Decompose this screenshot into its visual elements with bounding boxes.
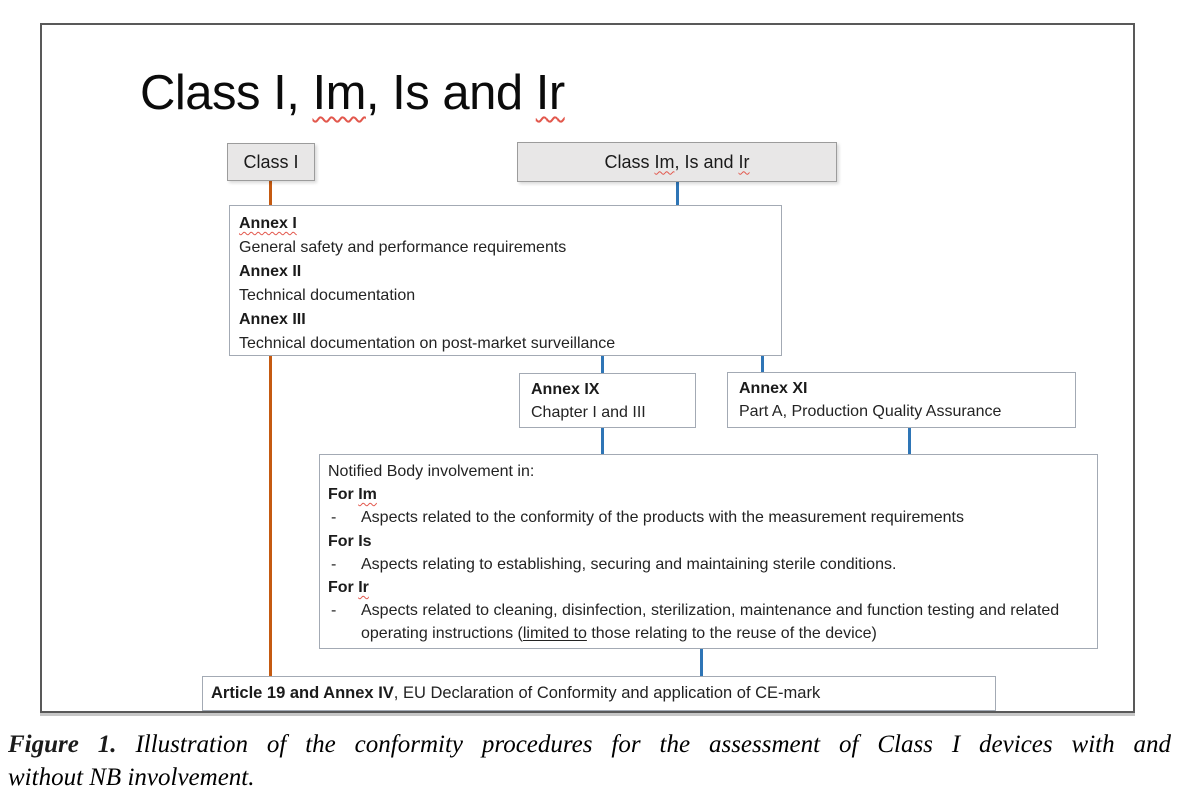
annex-ix-heading: Annex IX (531, 381, 600, 398)
annex-xi-desc: Part A, Production Quality Assurance (739, 403, 1002, 420)
annex-ii-heading: Annex II (239, 262, 302, 280)
nb-im-bullet-text: Aspects related to the conformity of the… (361, 509, 964, 527)
class-i-box: Class I (227, 143, 315, 181)
article-19-box: Article 19 and Annex IV, EU Declaration … (202, 676, 996, 711)
annex-xi-box: Annex XI Part A, Production Quality Assu… (727, 372, 1076, 428)
diagram-frame: Class I, Im, Is and Ir Class I Class Im,… (40, 23, 1135, 713)
connector-class-i-to-article-orange (269, 181, 272, 677)
connector-annex-to-annex-xi (761, 356, 764, 373)
label-part-ir: Ir (738, 151, 750, 172)
connector-annex-xi-to-nb (908, 427, 911, 455)
caption-line-1: Figure 1. Illustration of the conformity… (8, 728, 1171, 761)
annex-i-ii-iii-box: Annex I General safety and performance r… (229, 205, 782, 356)
label-part: Class (604, 151, 655, 172)
nb-ir-bullet-text: Aspects related to cleaning, disinfectio… (361, 602, 1060, 643)
label-part: , Is and (674, 151, 739, 172)
caption-line-2: without NB involvement. (8, 764, 255, 791)
nb-for-is-heading: For Is (328, 532, 372, 550)
bullet-dash: - (331, 555, 337, 573)
title-part-ir: Ir (535, 66, 565, 120)
diagram-title: Class I, Im, Is and Ir (140, 65, 565, 121)
nb-is-bullet-text: Aspects relating to establishing, securi… (361, 555, 897, 573)
bullet-dash: - (331, 602, 337, 620)
annex-ii-desc: Technical documentation (239, 286, 416, 304)
nb-intro: Notified Body involvement in: (328, 463, 535, 480)
title-part: , Is and (365, 66, 536, 120)
connector-class-im-to-annex (676, 182, 679, 206)
annex-iii-heading: Annex III (239, 310, 306, 328)
nb-ir-bullet: - Aspects related to cleaning, disinfect… (328, 599, 1087, 645)
notified-body-box: Notified Body involvement in: For Im - A… (319, 454, 1098, 649)
class-im-is-ir-label: Class Im, Is and Ir (604, 152, 749, 173)
class-im-is-ir-box: Class Im, Is and Ir (517, 142, 837, 182)
caption-line-1-text: Illustration of the conformity procedure… (135, 731, 1171, 758)
nb-for-ir-heading: For Ir (328, 579, 369, 597)
title-part-im: Im (312, 66, 366, 120)
annex-i-desc: General safety and performance requireme… (239, 238, 567, 256)
annex-i-heading: Annex I (239, 215, 297, 232)
connector-annex-to-annex-ix (601, 356, 604, 374)
caption-figure-label: Figure 1. (8, 731, 117, 758)
annex-xi-heading: Annex XI (739, 380, 808, 397)
nb-for-im-heading: For Im (328, 486, 377, 504)
class-i-label: Class I (243, 151, 299, 172)
figure-caption: Figure 1. Illustration of the conformity… (8, 728, 1171, 794)
bullet-dash: - (331, 509, 337, 527)
label-part-im: Im (654, 151, 675, 172)
annex-iii-desc: Technical documentation on post-market s… (239, 334, 616, 352)
title-part: Class I, (140, 66, 313, 120)
nb-im-bullet: - Aspects related to the conformity of t… (328, 506, 1087, 529)
nb-is-bullet: - Aspects relating to establishing, secu… (328, 553, 1087, 576)
annex-ix-box: Annex IX Chapter I and III (519, 373, 696, 428)
connector-nb-to-article (700, 649, 703, 677)
annex-ix-desc: Chapter I and III (531, 404, 646, 421)
article-19-text: Article 19 and Annex IV, EU Declaration … (211, 684, 821, 702)
connector-annex-ix-to-nb (601, 428, 604, 455)
